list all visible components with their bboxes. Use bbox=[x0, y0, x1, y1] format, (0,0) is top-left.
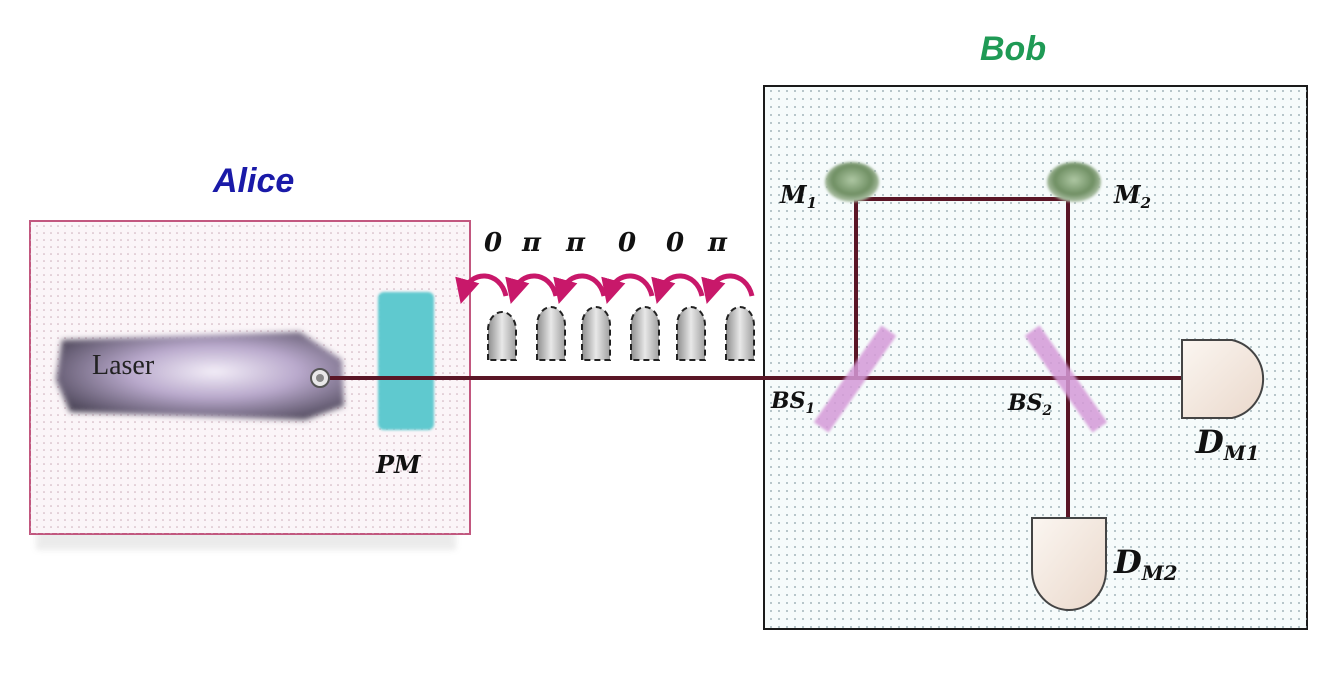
curved-arrow-icon bbox=[651, 273, 705, 305]
phase-label: π bbox=[708, 228, 728, 258]
phase-label: 0 bbox=[484, 228, 503, 258]
alice-label: Alice bbox=[213, 162, 295, 200]
bs2-label: BS2 bbox=[1008, 390, 1052, 419]
beam-path bbox=[330, 197, 1184, 520]
pulse bbox=[536, 306, 566, 361]
laser-icon bbox=[56, 332, 344, 420]
beam-splitter-bs1 bbox=[813, 325, 897, 433]
mirror-m1 bbox=[825, 162, 879, 202]
phase-label: 0 bbox=[618, 228, 637, 258]
pulse bbox=[487, 311, 517, 361]
phase-label: π bbox=[522, 228, 542, 258]
curved-arrow-icon bbox=[701, 273, 755, 305]
m2-label: M2 bbox=[1114, 180, 1151, 213]
phase-label: π bbox=[566, 228, 586, 258]
curved-arrow-icon bbox=[505, 273, 559, 305]
curved-arrow-icon bbox=[601, 273, 655, 305]
bob-label: Bob bbox=[980, 30, 1047, 68]
bs1-label: BS1 bbox=[771, 388, 815, 417]
curved-arrow-icon bbox=[553, 273, 607, 305]
pulse bbox=[725, 306, 755, 361]
detector-dm2 bbox=[1031, 517, 1107, 611]
dm2-label: DM2 bbox=[1114, 543, 1178, 585]
curved-arrow-icon bbox=[455, 273, 509, 305]
pulse bbox=[630, 306, 660, 361]
laser-label: Laser bbox=[92, 350, 155, 381]
pulse bbox=[581, 306, 611, 361]
phase-modulator bbox=[378, 292, 434, 430]
pulse-train bbox=[487, 306, 755, 361]
m1-label: M1 bbox=[780, 180, 817, 213]
pm-label: PM bbox=[376, 450, 421, 479]
phase-arrows bbox=[455, 273, 755, 305]
detector-dm1 bbox=[1181, 339, 1265, 419]
dm1-label: DM1 bbox=[1196, 423, 1260, 465]
phase-label: 0 bbox=[666, 228, 685, 258]
mirror-m2 bbox=[1047, 162, 1101, 202]
pulse bbox=[676, 306, 706, 361]
beam-splitter-bs2 bbox=[1024, 325, 1108, 433]
